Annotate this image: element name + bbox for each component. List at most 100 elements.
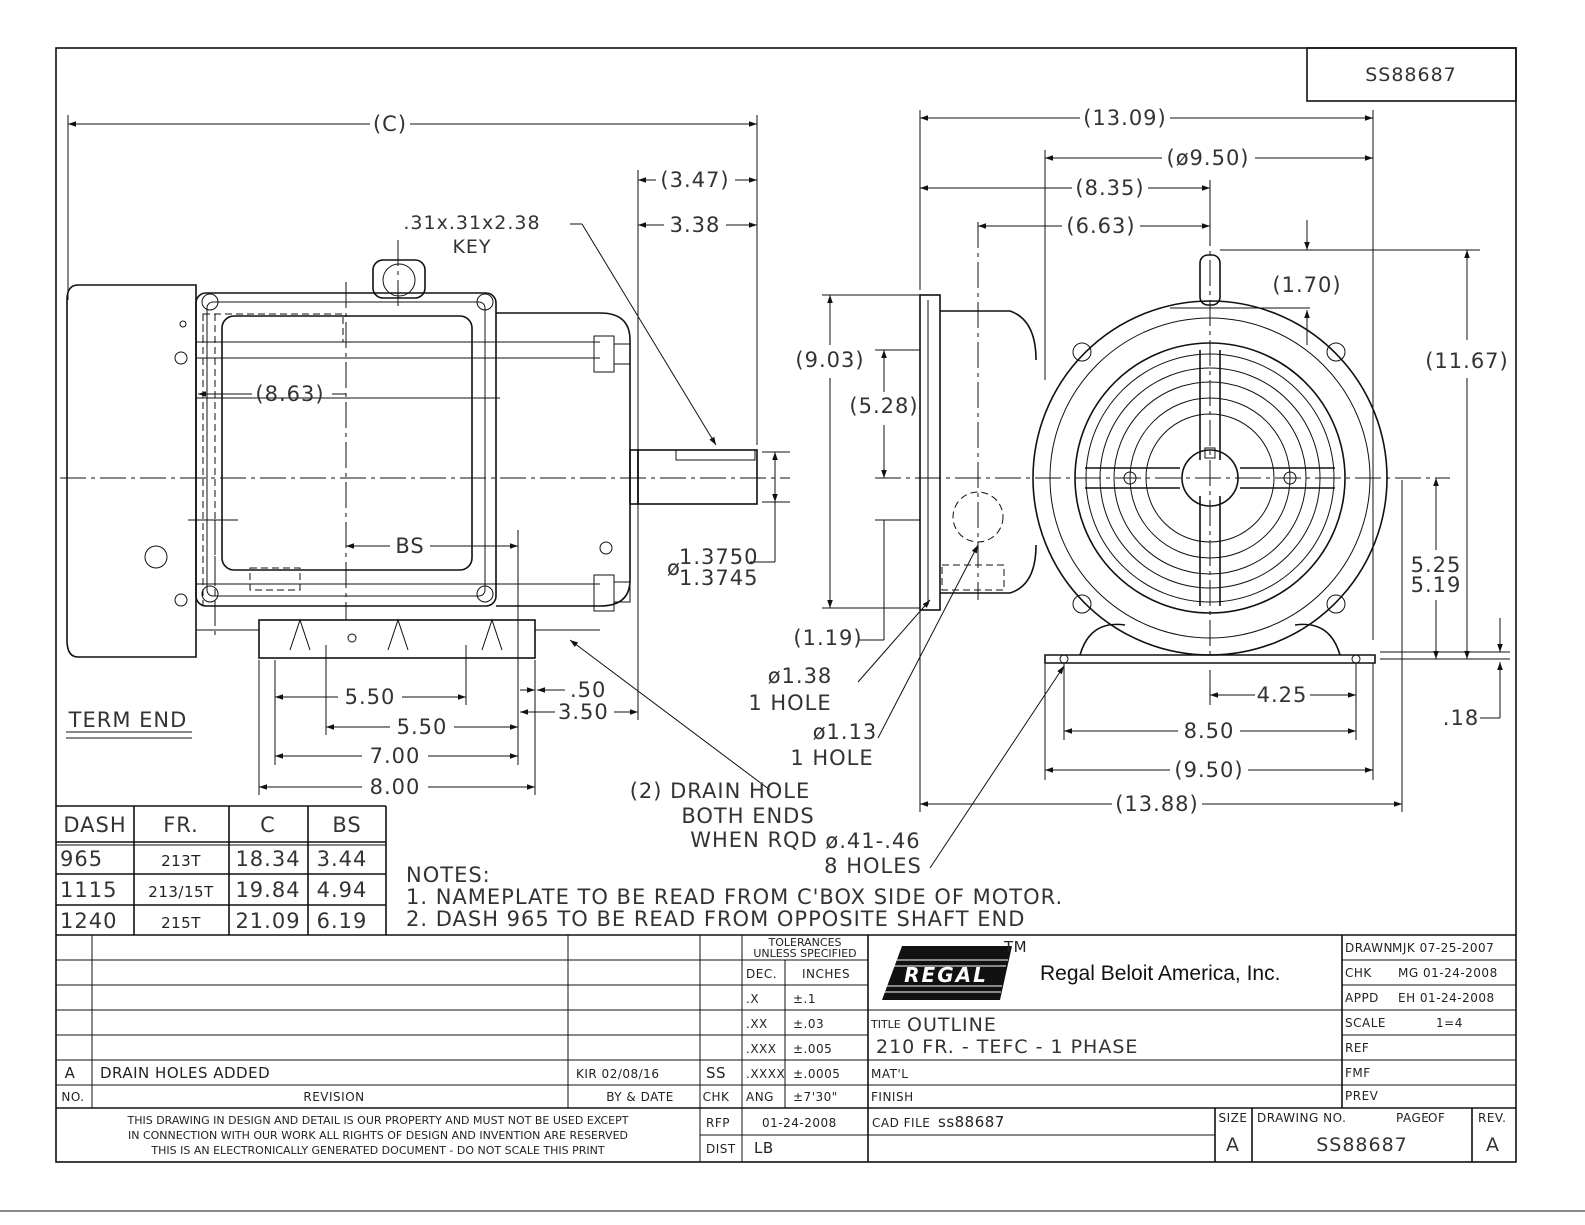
dash-header-dash: DASH: [63, 813, 126, 837]
dim-3-50: 3.50: [558, 700, 609, 724]
rev-chk: CHK: [703, 1090, 730, 1104]
key-size-label: .31x.31x2.38: [403, 212, 540, 234]
hole-1-38-label: ø1.38: [768, 664, 833, 688]
logo-tm: TM: [1003, 938, 1027, 956]
tol-cell: ±.0005: [793, 1067, 840, 1081]
dash-cell: 4.94: [317, 878, 368, 902]
holes-size-label: ø.41-.46: [825, 829, 920, 853]
dim-7-00: 7.00: [370, 744, 421, 768]
dim-shaft-2: 1.3745: [679, 566, 758, 590]
end-view-side: [875, 180, 1450, 660]
side-view: [60, 240, 790, 659]
dim-6-63: (6.63): [1066, 214, 1135, 238]
regal-logo: REGAL: [882, 946, 1012, 1000]
tol-cell: .XX: [746, 1017, 768, 1031]
rev-col-by-date: BY & DATE: [606, 1090, 674, 1104]
drain-hole-label-2: BOTH ENDS: [681, 804, 814, 828]
dim-9-50: (9.50): [1174, 758, 1243, 782]
cad-value: ss88687: [938, 1113, 1005, 1131]
dim-dia-9-50: (ø9.50): [1167, 146, 1250, 170]
drawing-id-top: SS88687: [1365, 64, 1457, 86]
drain-hole-label-1: (2) DRAIN HOLE: [630, 779, 811, 803]
dim-3-38: 3.38: [670, 213, 721, 237]
appd-label: APPD: [1345, 991, 1379, 1005]
dim-1-70: (1.70): [1272, 273, 1341, 297]
dim-0-18: .18: [1443, 706, 1479, 730]
tol-title-1: TOLERANCES: [767, 936, 841, 949]
prev-label: PREV: [1345, 1089, 1379, 1103]
hole-1-13-count: 1 HOLE: [790, 746, 873, 770]
key-label: KEY: [452, 236, 491, 258]
tol-cell: .XXX: [746, 1042, 776, 1056]
hole-1-13-label: ø1.13: [813, 720, 878, 744]
term-end-label: TERM END: [68, 708, 188, 732]
dim-5-50-b: 5.50: [397, 715, 448, 739]
tol-cell: ±.005: [793, 1042, 832, 1056]
disclaimer-2: IN CONNECTION WITH OUR WORK ALL RIGHTS O…: [128, 1129, 628, 1142]
dist-value: LB: [754, 1139, 774, 1157]
hole-1-38-count: 1 HOLE: [748, 691, 831, 715]
finish-label: FINISH: [871, 1090, 914, 1104]
dim-shaft-1: 1.3750: [679, 545, 758, 569]
disclaimer-3: THIS IS AN ELECTRONICALLY GENERATED DOCU…: [150, 1144, 604, 1157]
dim-5-28: (5.28): [849, 394, 918, 418]
dim-8-35: (8.35): [1075, 176, 1144, 200]
dim-3-47: (3.47): [660, 168, 729, 192]
ref-label: REF: [1345, 1041, 1369, 1055]
dim-13-09: (13.09): [1083, 106, 1167, 130]
end-dimensions: (13.09) (ø9.50) (8.35) (6.63) (1.70) (11…: [748, 106, 1510, 878]
title-line-1: OUTLINE: [907, 1014, 997, 1036]
tol-cell: .XXXX: [746, 1067, 785, 1081]
dim-11-67: (11.67): [1425, 349, 1509, 373]
dash-cell: 6.19: [317, 909, 368, 933]
tol-cell: .X: [746, 992, 759, 1006]
scale-value: 1=4: [1436, 1016, 1463, 1030]
drawn-label: DRAWN: [1345, 941, 1393, 955]
end-view-fan: [1032, 254, 1388, 664]
logo-text: REGAL: [904, 963, 988, 987]
dash-cell: 18.34: [235, 847, 300, 871]
rev-ss: SS: [706, 1064, 726, 1082]
dim-shaft-dia-symbol: ø: [667, 556, 681, 580]
title-label: TITLE: [870, 1018, 901, 1031]
dim-8-50: 8.50: [1184, 719, 1235, 743]
note-2: 2. DASH 965 TO BE READ FROM OPPOSITE SHA…: [406, 907, 1025, 931]
notes: NOTES: 1. NAMEPLATE TO BE READ FROM C'BO…: [406, 863, 1063, 931]
dim-8-63: (8.63): [255, 382, 324, 406]
rev-value: A: [1486, 1134, 1500, 1156]
rev-col-revision: REVISION: [303, 1090, 364, 1104]
drawing-no-label: DRAWING NO.: [1257, 1111, 1346, 1125]
dim-1-19: (1.19): [793, 626, 862, 650]
dash-header-fr: FR.: [163, 813, 199, 837]
size-label: SIZE: [1219, 1111, 1248, 1125]
scale-label: SCALE: [1345, 1016, 1386, 1030]
dash-cell: 21.09: [235, 909, 300, 933]
tol-cell: ±7'30": [793, 1090, 838, 1104]
dash-cell: 215T: [161, 914, 201, 932]
chk-value: MG 01-24-2008: [1398, 966, 1498, 980]
dim-0-50: .50: [570, 678, 606, 702]
of-label: OF: [1428, 1111, 1445, 1125]
dim-bs: BS: [395, 534, 424, 558]
dash-table: DASH FR. C BS 965 213T 18.34 3.44 1115 2…: [56, 805, 387, 935]
rev-col-no: NO.: [61, 1090, 84, 1104]
drawn-value: MJK 07-25-2007: [1392, 941, 1494, 955]
dim-5-25: 5.25: [1411, 553, 1462, 577]
fmf-label: FMF: [1345, 1066, 1371, 1080]
dash-cell: 1115: [60, 878, 117, 902]
page-label: PAGE: [1396, 1111, 1429, 1125]
tol-cell: INCHES: [802, 967, 850, 981]
note-1: 1. NAMEPLATE TO BE READ FROM C'BOX SIDE …: [406, 885, 1063, 909]
rev-label: REV.: [1478, 1111, 1506, 1125]
holes-count-label: 8 HOLES: [824, 854, 922, 878]
dim-c: (C): [373, 112, 407, 136]
tol-cell: ±.03: [793, 1017, 824, 1031]
dim-5-50-a: 5.50: [345, 685, 396, 709]
side-dimensions: (C) (3.47) 3.38 .31x.31x2.38 KEY (8.63) …: [66, 112, 817, 852]
drawing-id-box: SS88687: [1306, 47, 1517, 102]
dash-header-c: C: [260, 813, 276, 837]
tol-cell: DEC.: [746, 967, 777, 981]
drawing-number: SS88687: [1316, 1134, 1408, 1156]
company-name: Regal Beloit America, Inc.: [1040, 962, 1280, 985]
rfp-value: 01-24-2008: [762, 1116, 837, 1130]
